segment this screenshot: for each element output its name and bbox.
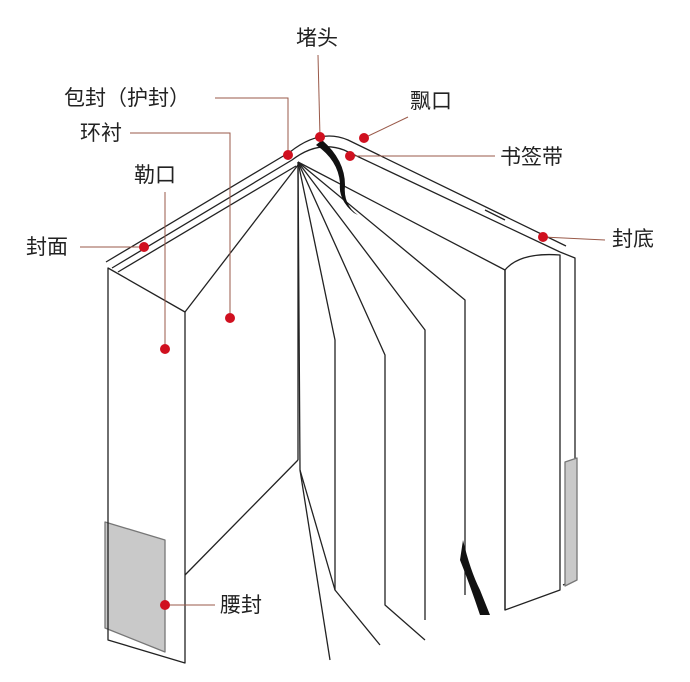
label-endpaper: 环衬 — [80, 121, 122, 145]
marker-front-cover — [139, 242, 149, 252]
label-flap: 勒口 — [134, 163, 176, 187]
marker-jacket — [283, 150, 293, 160]
bookmark-ribbon-top — [316, 140, 358, 215]
front-cover-board — [107, 267, 186, 664]
marker-back-cover — [538, 232, 548, 242]
label-ribbon: 书签带 — [500, 145, 563, 169]
label-front-cover: 封面 — [26, 235, 68, 259]
label-overhang: 飘口 — [410, 89, 452, 113]
marker-headband — [315, 132, 325, 142]
marker-flap — [160, 344, 170, 354]
back-cover-band — [564, 457, 578, 587]
bookmark-ribbon-bottom — [460, 540, 490, 615]
label-jacket: 包封（护封） — [64, 86, 190, 110]
marker-overhang — [359, 133, 369, 143]
marker-ribbon — [345, 151, 355, 161]
label-belly-band: 腰封 — [220, 593, 262, 617]
label-headband: 堵头 — [296, 26, 338, 50]
label-back-cover: 封底 — [612, 227, 654, 251]
marker-belly-band — [160, 600, 170, 610]
belly-band-shape — [104, 521, 166, 653]
marker-endpaper — [225, 313, 235, 323]
